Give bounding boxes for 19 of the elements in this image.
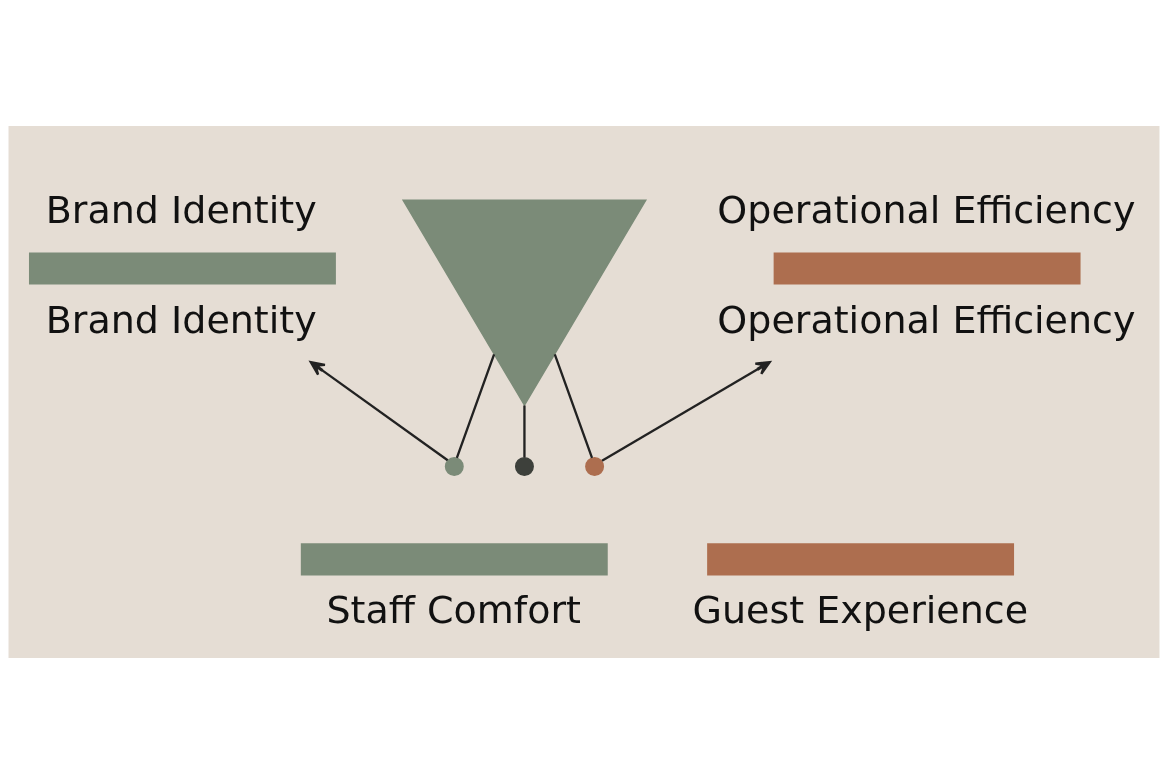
node-box	[29, 252, 336, 285]
node-circle	[585, 457, 605, 477]
arrow	[601, 360, 771, 462]
node-label: Brand Identity	[45, 187, 317, 232]
node-label: Operational Efficiency	[717, 297, 1136, 342]
node-circle	[444, 457, 464, 477]
connector	[553, 354, 594, 459]
node-label: Staff Comfort	[326, 588, 581, 633]
node-picture	[401, 199, 648, 407]
node-box	[773, 252, 1081, 285]
node-box	[707, 543, 1015, 576]
node-box	[300, 543, 608, 576]
connector	[455, 354, 496, 459]
arrow	[309, 360, 449, 462]
node-label: Operational Efficiency	[717, 187, 1136, 232]
node-label: Brand Identity	[45, 297, 317, 342]
node-circle	[514, 457, 534, 477]
connector	[523, 405, 526, 458]
node-label: Guest Experience	[692, 588, 1029, 633]
